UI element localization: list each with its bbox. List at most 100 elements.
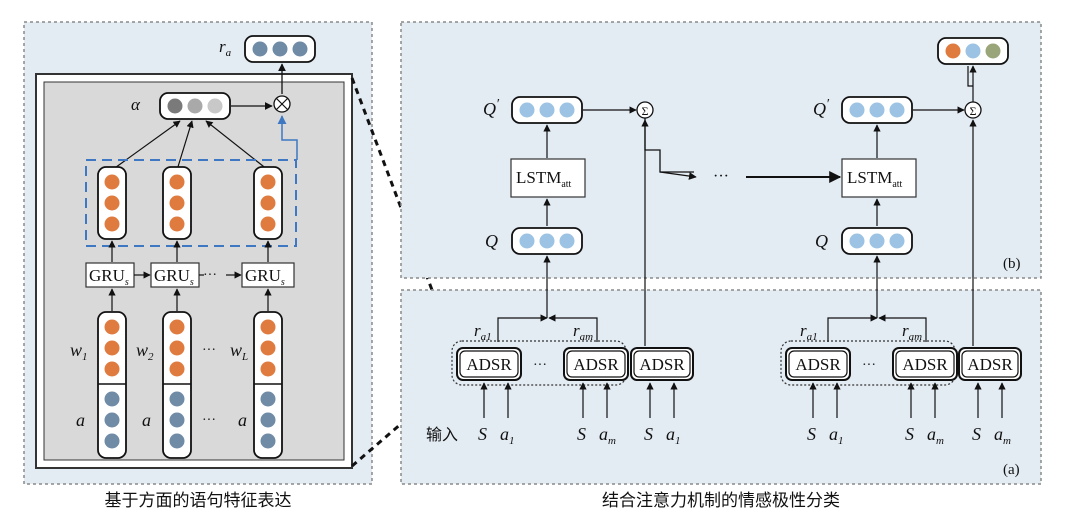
alpha-node-3 xyxy=(207,98,223,114)
w1-label: w1 xyxy=(70,340,88,363)
sum-to-output-line xyxy=(967,66,973,87)
hidden-2-node-1 xyxy=(169,174,185,190)
input-label-11: S xyxy=(972,424,981,444)
q-2-node-1 xyxy=(849,233,865,249)
input-label-5: S xyxy=(644,424,653,444)
hidden-L-node-1 xyxy=(260,174,276,190)
qprime-1-node-2 xyxy=(539,102,555,118)
arrow-h2-alpha xyxy=(176,120,194,171)
input-label-3: S xyxy=(577,424,586,444)
wL-label: wL xyxy=(230,340,248,363)
right-panel: (b) (a) Q′ Σ LSTMatt Q ··· xyxy=(400,21,1042,511)
lstm-cell-1 xyxy=(510,158,586,198)
panel-a-tag: (a) xyxy=(1003,462,1020,478)
q-1-node-3 xyxy=(559,233,575,249)
adsr-box-2b-inner xyxy=(895,350,955,378)
adsr-label-2b: ADSR xyxy=(902,355,948,374)
a2-node-1 xyxy=(169,391,185,407)
wL-node-2 xyxy=(260,340,276,356)
qprime-label-2: Q′ xyxy=(813,97,830,119)
input-label-6: a1 xyxy=(666,424,681,447)
alpha-label: α xyxy=(131,95,141,114)
w1-node-3 xyxy=(104,361,120,377)
a1-node-3 xyxy=(104,433,120,449)
ra-label: ra xyxy=(219,37,232,59)
gru-ellipsis: ··· xyxy=(203,268,217,283)
adsr-box-2a-inner xyxy=(788,350,848,378)
wL-node-3 xyxy=(260,361,276,377)
sum-node-2 xyxy=(964,101,982,119)
input-label: 输入 xyxy=(426,425,458,444)
final-output-node-1 xyxy=(945,43,961,59)
multiply-node-cross-2 xyxy=(276,98,288,110)
w2-node-3 xyxy=(169,361,185,377)
alpha-node-2 xyxy=(187,98,203,114)
chain-ellipsis: ··· xyxy=(713,168,729,185)
adsr-box-2c-inner xyxy=(961,350,1019,378)
left-caption: 基于方面的语句特征表达 xyxy=(105,491,292,511)
adsr-box-1b xyxy=(563,347,629,381)
adsr-label-1c: ADSR xyxy=(639,355,685,374)
wL-node-1 xyxy=(260,319,276,335)
line-ra1-merge2 xyxy=(827,314,878,342)
adsr-box-1b-inner xyxy=(566,350,626,378)
gru-label-2: GRUs xyxy=(154,266,194,288)
adsr-label-2a: ADSR xyxy=(795,355,841,374)
adsr-label-1a: ADSR xyxy=(466,355,512,374)
hidden-L-node-3 xyxy=(260,216,276,232)
input-label-8: a1 xyxy=(829,424,844,447)
line-ram-merge1 xyxy=(548,314,598,342)
aL-node-3 xyxy=(260,433,276,449)
qprime-label-1: Q′ xyxy=(483,97,500,119)
a1-node-1 xyxy=(104,391,120,407)
aspect-label-2: a xyxy=(142,410,151,430)
adsr-ellipsis-1: ··· xyxy=(533,358,547,373)
arrow-hidden-otimes xyxy=(277,115,298,160)
w2-label: w2 xyxy=(136,340,154,363)
a2-node-2 xyxy=(169,412,185,428)
gru-label-1: GRUs xyxy=(89,266,129,288)
aL-node-1 xyxy=(260,391,276,407)
panel-a-frame xyxy=(400,289,1042,485)
left-panel: ra α xyxy=(23,21,373,511)
hidden-states-group xyxy=(85,159,297,247)
r-a1-label-2: ra1 xyxy=(800,321,818,343)
ra-node-2 xyxy=(272,41,288,57)
arrow-sum1-ellipsis xyxy=(659,171,697,180)
adsr-box-2a xyxy=(785,347,851,381)
input-label-1: S xyxy=(478,424,487,444)
input-label-10: am xyxy=(927,424,944,447)
line-ra1-merge1 xyxy=(497,314,548,342)
gru-cell-1 xyxy=(85,262,135,288)
lstm-label-2: LSTMatt xyxy=(847,168,903,190)
adsr-box-2c xyxy=(958,347,1022,381)
ra-node-1 xyxy=(252,41,268,57)
alpha-node-1 xyxy=(167,98,183,114)
ra-node-3 xyxy=(292,41,308,57)
r-am-label-1: ram xyxy=(573,321,593,343)
a1-node-2 xyxy=(104,412,120,428)
q-label-1: Q xyxy=(485,231,498,251)
aL-node-2 xyxy=(260,412,276,428)
adsr-box-2b xyxy=(892,347,958,381)
r-a1-label-1: ra1 xyxy=(474,321,492,343)
a2-node-3 xyxy=(169,433,185,449)
w2-node-2 xyxy=(169,340,185,356)
gru-cell-L xyxy=(241,262,295,288)
adsr-box-1a-inner xyxy=(459,350,519,378)
aspect-label-1: a xyxy=(76,410,85,430)
right-caption: 结合注意力机制的情感极性分类 xyxy=(602,491,840,511)
qprime-2-node-1 xyxy=(849,102,865,118)
adsr-label-2c: ADSR xyxy=(967,355,1013,374)
gru-label-L: GRUs xyxy=(245,266,285,288)
q-1-node-1 xyxy=(519,233,535,249)
final-output-node-2 xyxy=(965,43,981,59)
line-ram-merge2 xyxy=(878,314,927,342)
adsr-ellipsis-2: ··· xyxy=(862,358,876,373)
w2-node-1 xyxy=(169,319,185,335)
input-label-7: S xyxy=(807,424,816,444)
sum-node-1-symbol: Σ xyxy=(642,104,649,118)
q-2-node-3 xyxy=(889,233,905,249)
w1-node-1 xyxy=(104,319,120,335)
input-label-12: am xyxy=(994,424,1011,447)
